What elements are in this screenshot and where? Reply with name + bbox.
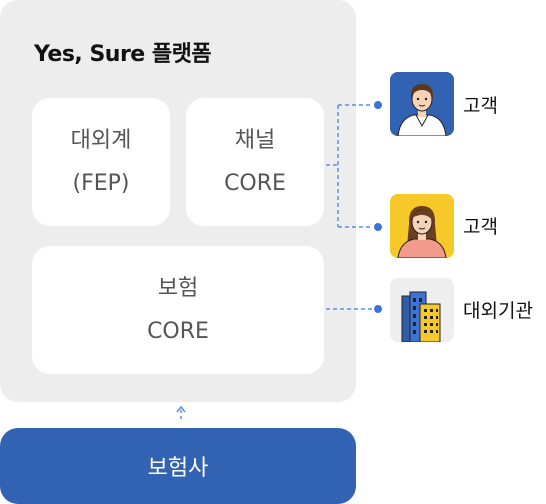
insurance-core-card-line2: CORE xyxy=(147,319,209,344)
building-icon xyxy=(390,278,454,342)
platform-title: Yes, Sure 플랫폼 xyxy=(34,42,212,67)
connector-dot-institution xyxy=(372,303,384,315)
connector-insurer-arrow xyxy=(176,405,186,422)
connector-dot-customer-1 xyxy=(372,99,384,111)
fep-card: 대외계 (FEP) xyxy=(32,98,170,226)
customer-1-label: 고객 xyxy=(463,95,498,117)
fep-card-line2: (FEP) xyxy=(72,171,130,196)
male-customer-icon xyxy=(390,72,454,136)
platform-panel: Yes, Sure 플랫폼 대외계 (FEP) 채널 CORE 보험 CORE xyxy=(0,0,356,402)
insurer-bar: 보험사 xyxy=(0,428,356,504)
channel-core-card-line2: CORE xyxy=(224,171,286,196)
insurance-core-card: 보험 CORE xyxy=(32,246,324,374)
female-customer-icon xyxy=(390,194,454,258)
insurance-core-card-line1: 보험 xyxy=(157,276,199,301)
customer-2-label: 고객 xyxy=(463,216,498,238)
channel-core-card-line1: 채널 xyxy=(234,128,276,153)
institution-label: 대외기관 xyxy=(463,300,533,322)
channel-core-card: 채널 CORE xyxy=(186,98,324,226)
insurer-label: 보험사 xyxy=(147,456,209,481)
connector-dot-customer-2 xyxy=(372,221,384,233)
fep-card-line1: 대외계 xyxy=(70,128,132,153)
